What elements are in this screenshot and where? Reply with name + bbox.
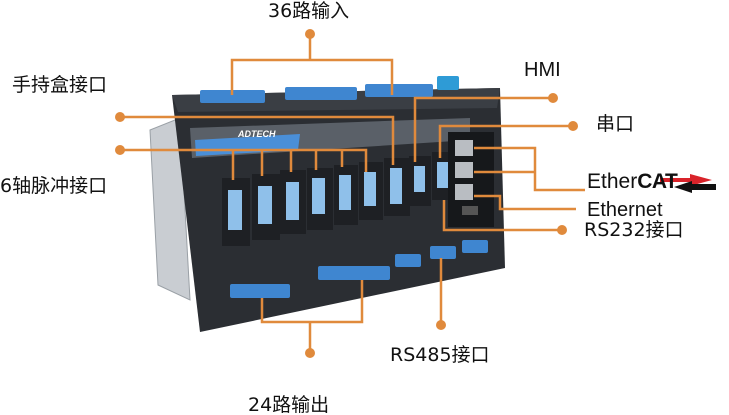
callout-dots [115,29,578,358]
ethercat-arrow-left-icon [674,181,716,193]
rj45-ports [455,140,473,200]
brand-logo: ADTECH [237,129,276,139]
din-rail-bracket [149,117,191,301]
label-6-axis-pulse-port: 6轴脉冲接口 [0,175,108,197]
ethercat-arrow-right-icon [660,174,712,186]
callout-lines [120,34,585,353]
label-24-outputs: 24路输出 [248,394,330,415]
label-handheld-port: 手持盒接口 [12,74,108,96]
output-terminals [230,240,488,298]
usb-port [462,206,478,215]
ethercat-prefix: Ether [587,170,638,193]
label-serial-port: 串口 [596,113,635,135]
label-ethernet: Ethernet [587,199,663,221]
label-rs485-port: RS485接口 [390,344,490,366]
db-connectors [222,152,454,246]
label-hmi: HMI [524,59,561,81]
input-terminals [200,76,459,103]
label-ethercat: EtherCAT [587,170,678,194]
label-36-inputs: 36路输入 [268,0,350,22]
ethercat-suffix: CAT [637,170,678,193]
label-rs232-port: RS232接口 [584,219,684,241]
